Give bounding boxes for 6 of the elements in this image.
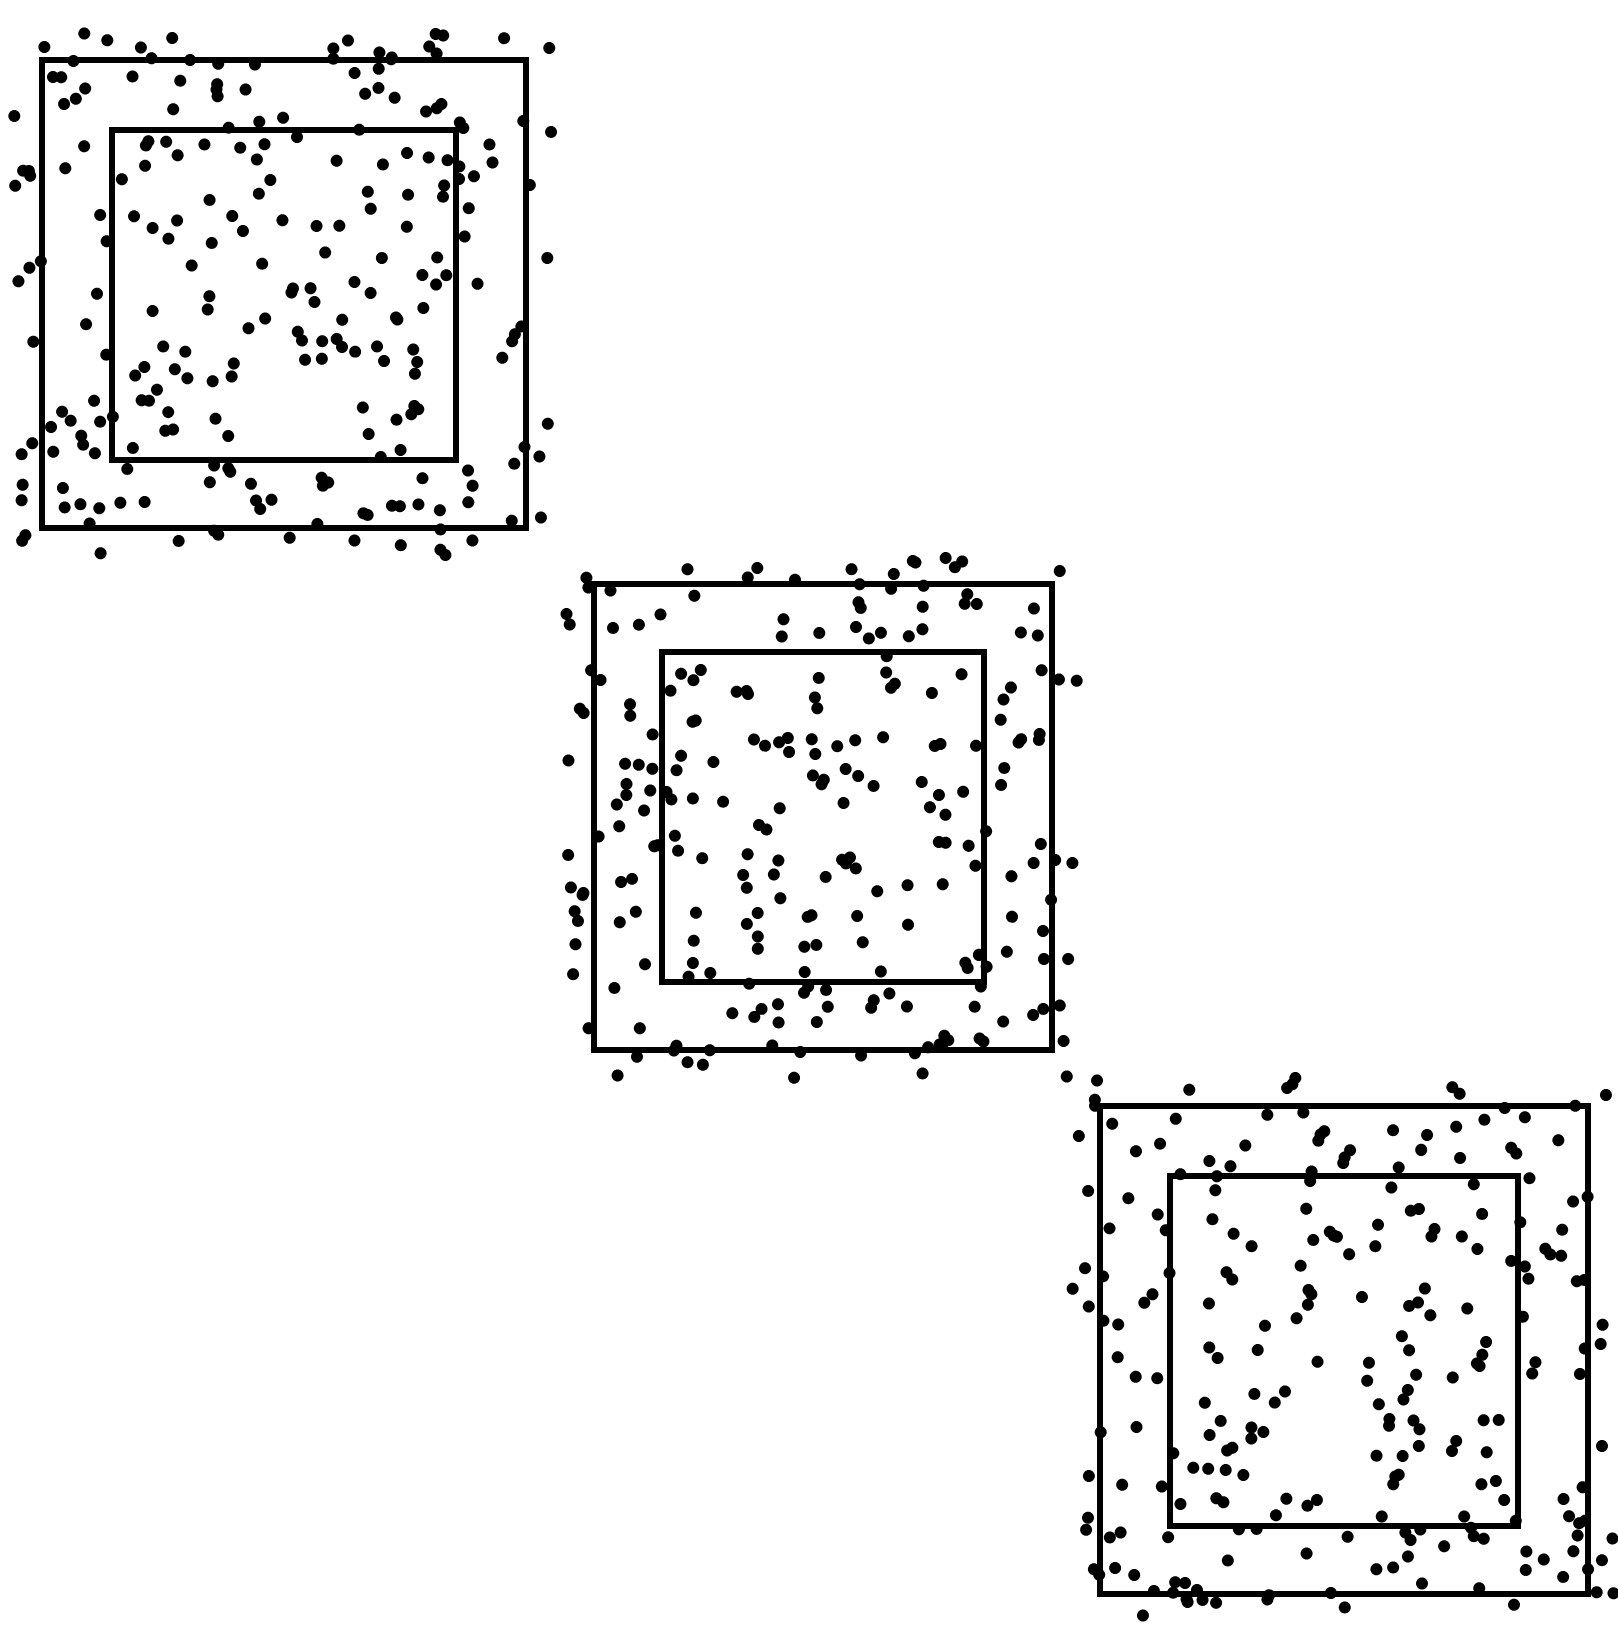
inner-square xyxy=(109,127,459,463)
outer-square xyxy=(39,57,529,531)
outer-square xyxy=(591,581,1055,1053)
inner-square xyxy=(659,649,987,985)
outer-square xyxy=(1097,1103,1591,1597)
inner-square xyxy=(1167,1173,1521,1529)
